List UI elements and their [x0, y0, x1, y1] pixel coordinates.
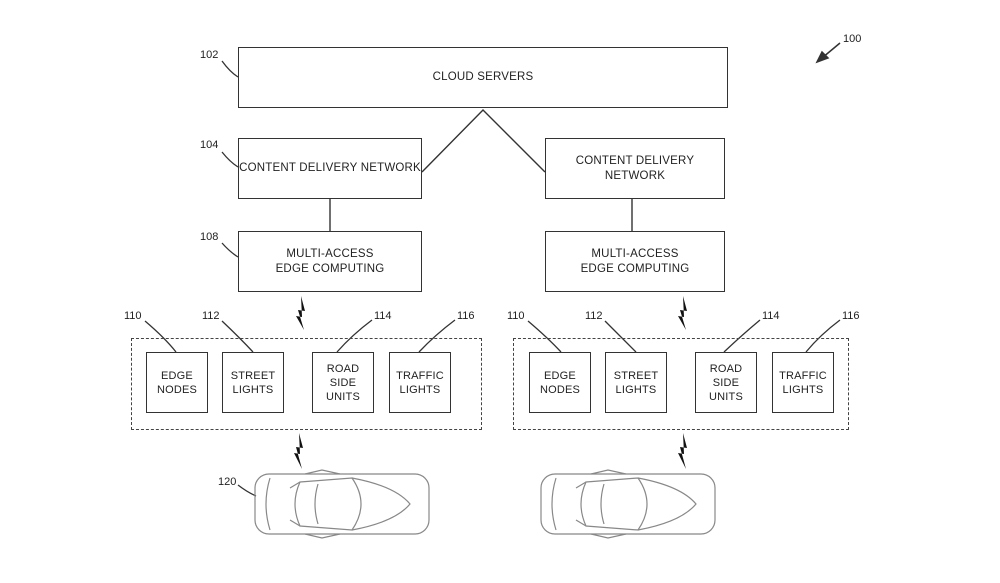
leader-120: [237, 484, 257, 497]
road-side-units-box-right: ROAD SIDE UNITS: [695, 352, 757, 413]
figure-arrowhead: [815, 50, 830, 64]
leader-116-left: [418, 319, 456, 353]
street-lights-label-right: STREET LIGHTS: [613, 369, 659, 396]
edge-device-group-left: [131, 338, 482, 430]
mec-ref-label: 108: [200, 231, 219, 243]
edge-nodes-box-right: EDGE NODES: [529, 352, 591, 413]
wireless-link-mec-right: [678, 296, 687, 330]
leader-108: [221, 242, 239, 258]
leader-104: [221, 151, 239, 168]
vehicle-left: [254, 469, 430, 539]
cloud-ref-label: 102: [200, 49, 219, 61]
cloud-servers-box: CLOUD SERVERS: [238, 47, 728, 108]
street-lights-ref-left: 112: [202, 310, 220, 322]
leader-110-right: [527, 320, 562, 353]
road-side-units-label-left: ROAD SIDE UNITS: [326, 362, 360, 403]
traffic-lights-box-right: TRAFFIC LIGHTS: [772, 352, 834, 413]
cdn-box-right: CONTENT DELIVERY NETWORK: [545, 138, 725, 199]
edge-nodes-box-left: EDGE NODES: [146, 352, 208, 413]
leader-114-left: [336, 319, 373, 353]
wireless-link-mec-left: [296, 296, 305, 330]
edge-nodes-ref-right: 110: [507, 310, 525, 322]
mec-box-left: MULTI-ACCESS EDGE COMPUTING: [238, 231, 422, 292]
road-side-units-ref-right: 114: [762, 310, 780, 322]
road-side-units-ref-left: 114: [374, 310, 392, 322]
leader-112-left: [221, 320, 254, 353]
street-lights-label-left: STREET LIGHTS: [230, 369, 276, 396]
cloud-servers-label: CLOUD SERVERS: [432, 71, 534, 83]
edge-nodes-ref-left: 110: [124, 310, 142, 322]
traffic-lights-label-right: TRAFFIC LIGHTS: [779, 369, 827, 396]
traffic-lights-box-left: TRAFFIC LIGHTS: [389, 352, 451, 413]
wireless-link-car-left: [294, 433, 303, 469]
wireless-links: [294, 296, 687, 469]
mec-box-right: MULTI-ACCESS EDGE COMPUTING: [545, 231, 725, 292]
traffic-lights-ref-left: 116: [457, 310, 475, 322]
vehicle-right: [540, 469, 716, 539]
traffic-lights-label-left: TRAFFIC LIGHTS: [396, 369, 444, 396]
cdn-label-right: CONTENT DELIVERY NETWORK: [575, 154, 695, 182]
leader-116-right: [805, 319, 841, 353]
mec-label-right: MULTI-ACCESS EDGE COMPUTING: [580, 247, 690, 275]
leader-102: [221, 60, 239, 78]
street-lights-box-left: STREET LIGHTS: [222, 352, 284, 413]
street-lights-ref-right: 112: [585, 310, 603, 322]
edge-device-group-right: [513, 338, 849, 430]
edge-nodes-label-left: EDGE NODES: [156, 369, 198, 396]
traffic-lights-ref-right: 116: [842, 310, 860, 322]
leader-112-right: [604, 320, 637, 353]
figure-ref-label: 100: [843, 33, 862, 45]
road-side-units-label-right: ROAD SIDE UNITS: [709, 362, 743, 403]
edge-nodes-label-right: EDGE NODES: [539, 369, 581, 396]
leader-114-right: [723, 319, 761, 353]
mec-label-left: MULTI-ACCESS EDGE COMPUTING: [275, 247, 385, 275]
street-lights-box-right: STREET LIGHTS: [605, 352, 667, 413]
vehicle-ref-label: 120: [218, 476, 237, 488]
cdn-ref-label: 104: [200, 139, 219, 151]
road-side-units-box-left: ROAD SIDE UNITS: [312, 352, 374, 413]
cloud-to-cdn-left-link: [421, 109, 546, 173]
wireless-link-car-right: [678, 433, 687, 469]
cdn-label-left: CONTENT DELIVERY NETWORK: [239, 162, 421, 174]
leader-110-left: [144, 320, 177, 353]
cdn-box-left: CONTENT DELIVERY NETWORK: [238, 138, 422, 199]
